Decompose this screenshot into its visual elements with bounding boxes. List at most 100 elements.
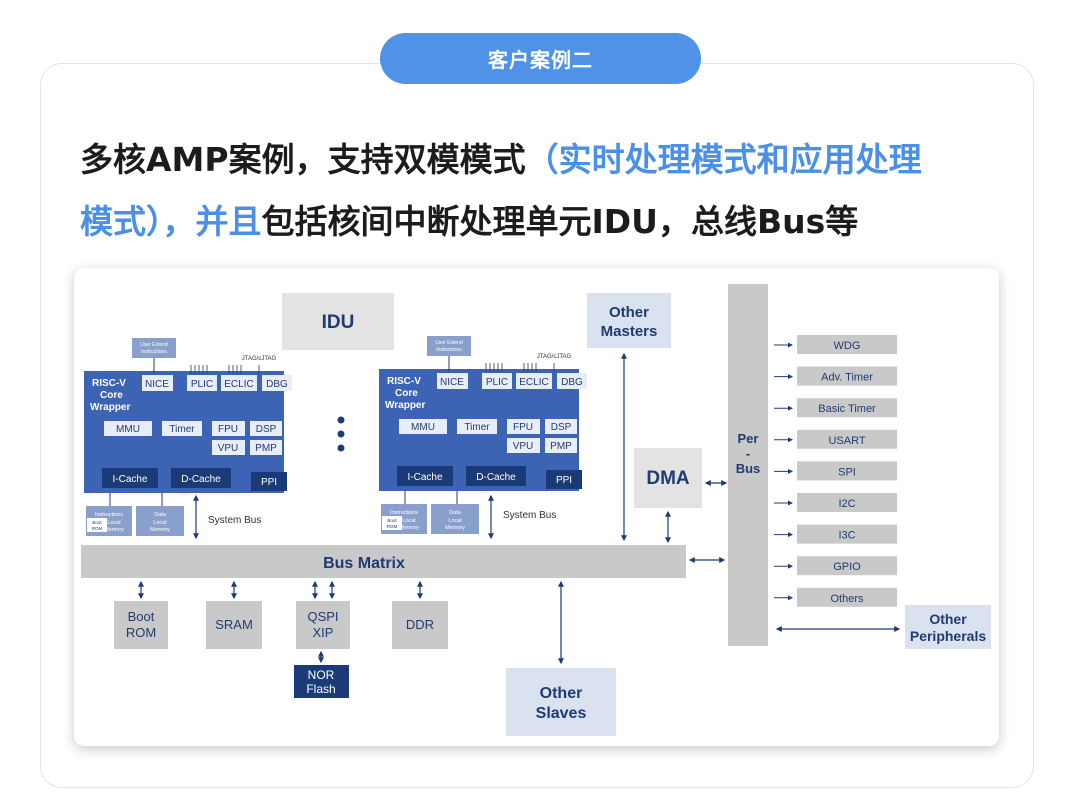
dbg-label: DBG [266, 379, 288, 390]
headline-highlight-2: 模式），并且 [80, 202, 262, 241]
eclic-label: ECLIC [224, 379, 253, 390]
headline-line-1: 多核AMP案例，支持双模模式（实时处理模式和应用处理 [80, 138, 1040, 182]
boot-mini-box [87, 518, 107, 532]
dlm-label-3: Memory [150, 527, 170, 533]
fpu-label: FPU [218, 424, 238, 435]
dlm-box [136, 506, 184, 536]
ilm-label-1: Instructions [95, 512, 123, 518]
timer-box [162, 421, 202, 436]
core2-pmp: PMP [550, 441, 572, 452]
plic-label: PLIC [191, 379, 213, 390]
other-peripherals-box [905, 605, 991, 649]
other-masters-label-1: Other [609, 304, 649, 321]
boot-rom-label-1: Boot [128, 609, 155, 624]
core2-title-2: Core [395, 388, 418, 399]
core2-dbg: DBG [561, 377, 583, 388]
other-masters-label-2: Masters [601, 323, 658, 340]
dma-label: DMA [646, 468, 690, 489]
core2-ilm-3: Memory [399, 525, 419, 531]
core2-boot-2: ROM [387, 524, 398, 529]
dlm-label-1: Data [154, 512, 167, 518]
ddr-box [392, 601, 448, 649]
boot-mini-label-1: Boot [92, 520, 102, 525]
dlm-label-2: Local [153, 520, 166, 526]
peripheral-label: Others [830, 593, 864, 605]
dsp-label: DSP [256, 424, 277, 435]
peripheral-box [797, 335, 897, 354]
headline-text-1a: 多核AMP案例，支持双模模式 [80, 140, 526, 179]
pmp-box [250, 440, 282, 455]
qspi-label-1: QSPI [307, 609, 338, 624]
architecture-diagram: RISC-V Core Wrapper User Extend Instruct… [81, 284, 991, 736]
dsp-box [250, 421, 282, 436]
ppi-box [251, 472, 287, 491]
peripheral-label: USART [828, 435, 865, 447]
case-badge: 客户案例二 [380, 33, 701, 84]
ellipsis-dot-3 [337, 444, 345, 452]
other-slaves-label-2: Slaves [536, 705, 587, 722]
core2-nice: NICE [440, 377, 464, 388]
ellipsis-dot-1 [337, 416, 345, 424]
system-bus-label: System Bus [208, 515, 261, 526]
nor-flash-box [294, 665, 349, 698]
per-bus-label-3: Bus [736, 461, 761, 476]
per-bus-label-1: Per [738, 431, 759, 446]
core2-dlm-2: Local [448, 518, 461, 524]
peripheral-box [797, 493, 897, 512]
dbg-box [262, 375, 292, 391]
core2-icache: I-Cache [407, 472, 442, 483]
peripheral-label: I3C [838, 530, 855, 542]
core2-title-3: Wrapper [385, 400, 425, 411]
per-bus-label-2: - [746, 446, 750, 461]
pmp-label: PMP [255, 443, 277, 454]
user-extend-label-2: Instructions [141, 349, 167, 355]
mmu-box [104, 421, 152, 436]
sram-label: SRAM [215, 617, 253, 632]
mmu-label: MMU [116, 424, 140, 435]
nice-label: NICE [145, 379, 169, 390]
other-peripherals-label-1: Other [929, 611, 967, 627]
core-title-3: Wrapper [90, 402, 130, 413]
sram-box [206, 601, 262, 649]
qspi-label-2: XIP [313, 625, 334, 640]
core2-mmu: MMU [411, 422, 435, 433]
bus-matrix-bar [81, 545, 686, 578]
peripheral-label: Basic Timer [818, 403, 876, 415]
core2-ilm-2: Local [402, 518, 415, 524]
nor-flash-label-2: Flash [306, 682, 335, 696]
boot-mini-label-2: ROM [92, 526, 103, 531]
idu-label: IDU [322, 312, 355, 333]
bus-matrix-label: Bus Matrix [323, 555, 405, 572]
core2-fpu: FPU [513, 422, 533, 433]
peripheral-box [797, 524, 897, 544]
nice-box [142, 375, 173, 391]
core2-boot-1: Boot [387, 518, 397, 523]
icache-label: I-Cache [112, 474, 147, 485]
other-slaves-box [506, 668, 616, 736]
core2-timer: Timer [464, 422, 490, 433]
diagram-panel: RISC-V Core Wrapper User Extend Instruct… [74, 268, 999, 746]
dcache-box [171, 468, 231, 488]
nor-flash-label-1: NOR [308, 668, 335, 682]
ilm-label-3: Memory [104, 527, 124, 533]
qspi-box [296, 601, 350, 649]
core2-ilm-1: Instructions [390, 510, 418, 516]
peripheral-box [797, 587, 897, 607]
fpu-box [212, 421, 245, 436]
other-slaves-label-1: Other [540, 685, 583, 702]
ppi-label: PPI [261, 477, 277, 488]
timer-label: Timer [169, 424, 195, 435]
headline-highlight-1: （实时处理模式和应用处理 [525, 140, 922, 179]
other-peripherals-label-2: Peripherals [910, 628, 986, 644]
peripheral-box [797, 366, 897, 386]
peripheral-label: GPIO [833, 561, 861, 573]
interrupt-lines [190, 365, 260, 374]
ellipsis-dot-2 [337, 430, 345, 438]
vpu-box [212, 440, 245, 455]
core2-dsp: DSP [551, 422, 572, 433]
user-extend-label-1: User Extend [140, 342, 168, 348]
core-wrapper-2: RISC-V Core Wrapper User Extend Instruct… [379, 336, 587, 540]
core2-ppi: PPI [556, 475, 572, 486]
user-extend-box [132, 338, 176, 358]
